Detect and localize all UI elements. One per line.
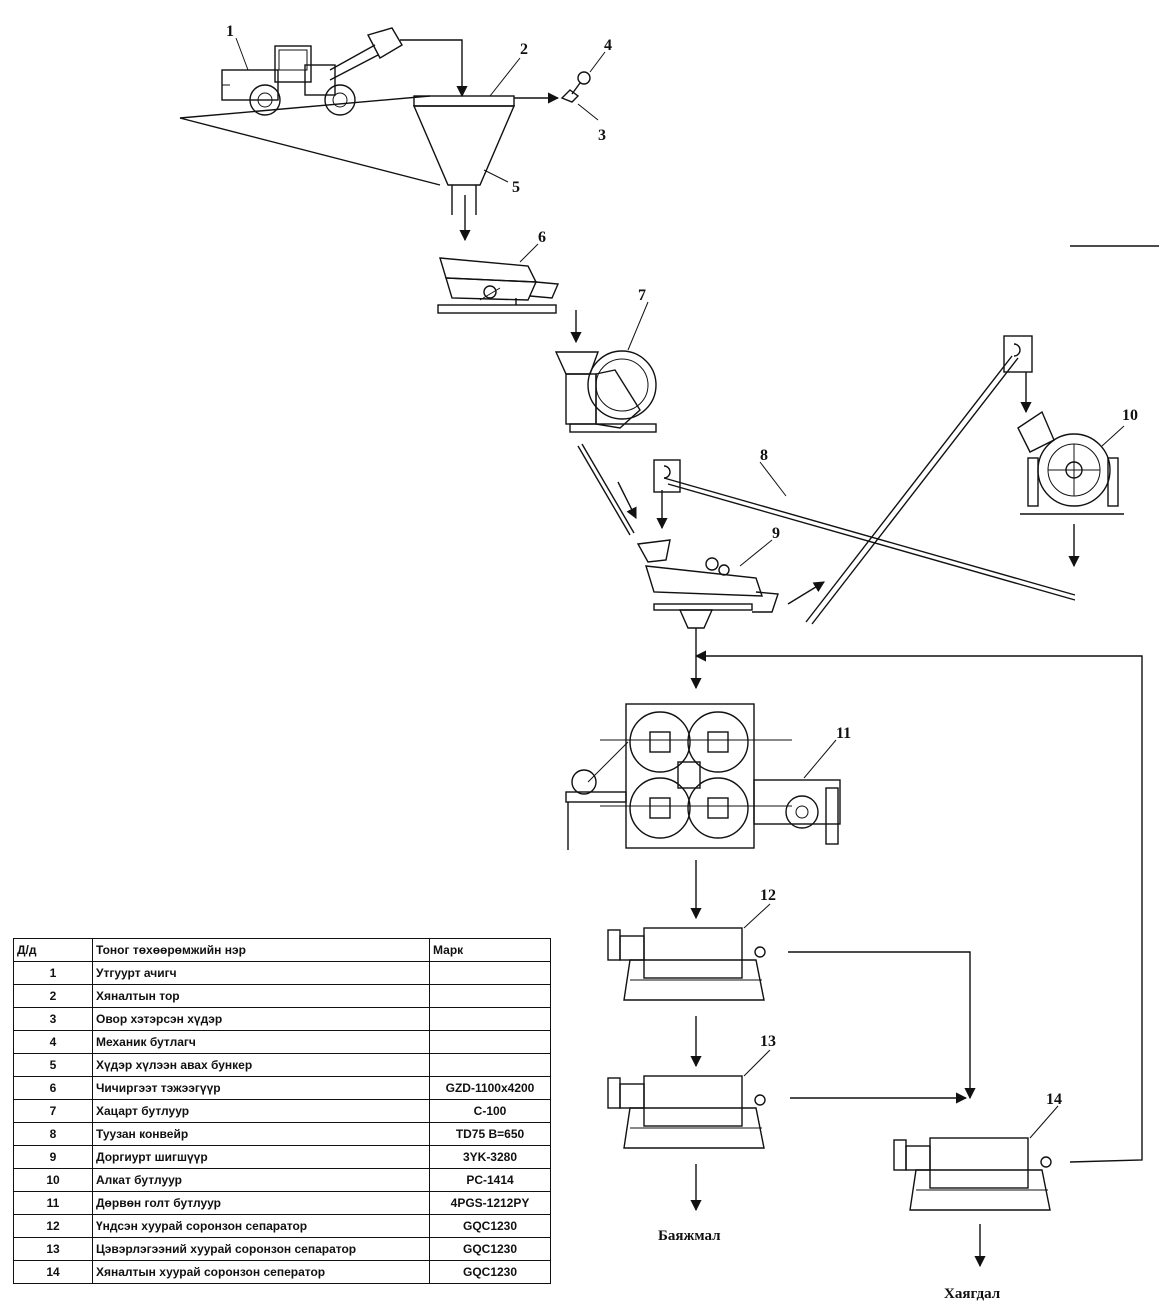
row-mark: PC-1414 xyxy=(430,1169,551,1192)
row-number: 7 xyxy=(14,1100,93,1123)
header-name: Тоног төхөөрөмжийн нэр xyxy=(93,939,430,962)
header-number: Д/д xyxy=(14,939,93,962)
separator-14 xyxy=(894,1106,1058,1266)
label-2: 2 xyxy=(520,41,528,58)
row-number: 2 xyxy=(14,985,93,1008)
row-number: 12 xyxy=(14,1215,93,1238)
row-number: 6 xyxy=(14,1077,93,1100)
row-name: Цэвэрлэгээний хуурай соронзон сепаратор xyxy=(93,1238,430,1261)
row-name: Алкат бутлуур xyxy=(93,1169,430,1192)
row-mark: GQC1230 xyxy=(430,1261,551,1284)
row-mark xyxy=(430,985,551,1008)
vibrating-feeder xyxy=(438,244,558,313)
separator-12 xyxy=(608,904,970,1098)
label-3: 3 xyxy=(598,127,606,144)
output-concentrate: Баяжмал xyxy=(658,1228,721,1244)
row-mark: 3YK-3280 xyxy=(430,1146,551,1169)
row-number: 10 xyxy=(14,1169,93,1192)
row-mark: GZD-1100x4200 xyxy=(430,1077,551,1100)
table-header-row: Д/д Тоног төхөөрөмжийн нэр Марк xyxy=(14,939,551,962)
output-tailings: Хаягдал xyxy=(944,1286,1001,1301)
row-number: 8 xyxy=(14,1123,93,1146)
label-13: 13 xyxy=(760,1033,776,1050)
row-name: Хацарт бутлуур xyxy=(93,1100,430,1123)
row-number: 5 xyxy=(14,1054,93,1077)
label-7: 7 xyxy=(638,287,646,304)
row-mark: GQC1230 xyxy=(430,1215,551,1238)
label-6: 6 xyxy=(538,229,546,246)
row-number: 3 xyxy=(14,1008,93,1031)
label-5: 5 xyxy=(512,179,520,196)
header-mark: Марк xyxy=(430,939,551,962)
row-number: 4 xyxy=(14,1031,93,1054)
row-number: 14 xyxy=(14,1261,93,1284)
row-name: Механик бутлагч xyxy=(93,1031,430,1054)
wheel-loader xyxy=(222,28,462,115)
row-number: 13 xyxy=(14,1238,93,1261)
label-14: 14 xyxy=(1046,1091,1062,1108)
row-name: Хүдэр хүлээн авах бункер xyxy=(93,1054,430,1077)
row-number: 11 xyxy=(14,1192,93,1215)
recycle-line xyxy=(696,656,1142,1162)
hammer-crusher xyxy=(1018,412,1124,566)
row-mark xyxy=(430,1008,551,1031)
mechanical-breaker xyxy=(562,72,590,102)
row-name: Утгуурт ачигч xyxy=(93,962,430,985)
label-10: 10 xyxy=(1122,407,1138,424)
row-name: Хяналтын тор xyxy=(93,985,430,1008)
row-name: Хяналтын хуурай соронзон сеператор xyxy=(93,1261,430,1284)
label-4: 4 xyxy=(604,37,612,54)
receiving-hopper xyxy=(414,96,558,240)
row-number: 1 xyxy=(14,962,93,985)
separator-13 xyxy=(608,1050,966,1210)
four-roll-crusher xyxy=(566,704,840,918)
label-12: 12 xyxy=(760,887,776,904)
jaw-crusher xyxy=(556,302,656,432)
row-number: 9 xyxy=(14,1146,93,1169)
row-mark: 4PGS-1212PY xyxy=(430,1192,551,1215)
leader-lines-top xyxy=(236,38,605,182)
row-mark xyxy=(430,1054,551,1077)
row-mark: TD75 B=650 xyxy=(430,1123,551,1146)
row-name: Овор хэтэрсэн хүдэр xyxy=(93,1008,430,1031)
row-mark xyxy=(430,1031,551,1054)
vibrating-screen xyxy=(638,540,824,688)
row-name: Үндсэн хуурай соронзон сепаратор xyxy=(93,1215,430,1238)
label-9: 9 xyxy=(772,525,780,542)
label-1: 1 xyxy=(226,23,234,40)
label-8: 8 xyxy=(760,447,768,464)
row-name: Туузан конвейр xyxy=(93,1123,430,1146)
row-name: Чичиргээт тэжээгүүр xyxy=(93,1077,430,1100)
conveyor-9-to-10 xyxy=(806,336,1032,624)
ground-lines xyxy=(180,96,440,185)
row-name: Доргиурт шигшүүр xyxy=(93,1146,430,1169)
conveyor-7-to-9 xyxy=(578,444,636,535)
row-name: Дөрвөн голт бутлуур xyxy=(93,1192,430,1215)
row-mark xyxy=(430,962,551,985)
row-mark: C-100 xyxy=(430,1100,551,1123)
row-mark: GQC1230 xyxy=(430,1238,551,1261)
label-11: 11 xyxy=(836,725,851,742)
belt-conveyor-8 xyxy=(654,460,1075,600)
